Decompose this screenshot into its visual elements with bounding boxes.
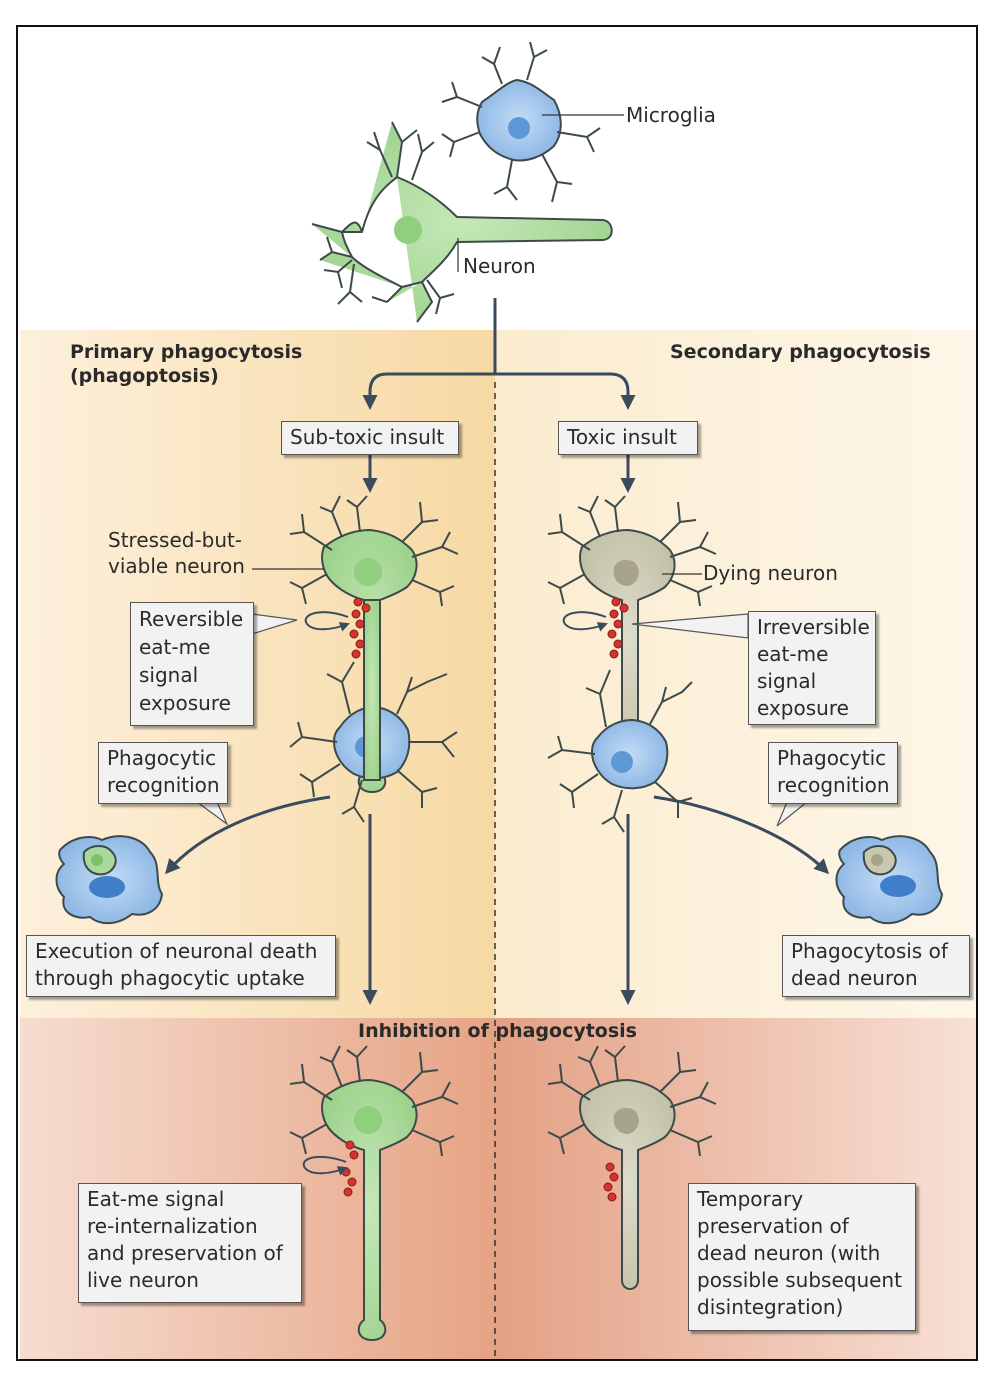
temporary-preservation-box: Temporary preservation of dead neuron (w… xyxy=(688,1183,916,1331)
reinternalization-arrow xyxy=(302,1155,348,1176)
eat-me-signals-left xyxy=(349,597,371,659)
execution-box: Execution of neuronal death through phag… xyxy=(26,935,336,997)
phagocytosis-dead-box: Phagocytosis of dead neuron xyxy=(782,935,970,997)
dead-neuron-dendrites xyxy=(547,1045,717,1157)
eat-me-signals-bottom-right xyxy=(603,1162,619,1202)
engulfing-microglia-right xyxy=(835,835,943,925)
reversible-signal-box: Reversible eat-me signal exposure xyxy=(130,602,254,726)
stressed-neuron-axon xyxy=(363,599,381,781)
irreversible-signal-box: Irreversible eat-me signal exposure xyxy=(748,611,876,725)
irreversible-arrow xyxy=(562,611,608,632)
stressed-neuron-label: Stressed-but- viable neuron xyxy=(108,528,245,578)
preserved-neuron xyxy=(321,1079,418,1341)
preserved-neuron-dendrites xyxy=(289,1045,459,1157)
stressed-neuron-dendrites xyxy=(289,495,459,607)
microglia-right-processes xyxy=(547,669,693,833)
primary-phagocytosis-header: Primary phagocytosis (phagoptosis) xyxy=(70,341,303,387)
toxic-insult-box: Toxic insult xyxy=(558,421,698,455)
inhibition-header: Inhibition of phagocytosis xyxy=(358,1020,637,1042)
secondary-phagocytosis-header: Secondary phagocytosis xyxy=(670,341,931,363)
subtoxic-insult-box: Sub-toxic insult xyxy=(281,421,459,455)
split-arrows xyxy=(362,298,636,493)
recognition-left-box: Phagocytic recognition xyxy=(98,742,228,804)
neuron-label: Neuron xyxy=(463,254,536,278)
dying-neuron xyxy=(579,529,676,748)
microglia-right-middle xyxy=(591,719,669,790)
phagocytosis-arrow-right xyxy=(653,795,830,875)
dead-neuron-preserved xyxy=(579,1079,676,1290)
recognition-right-box: Phagocytic recognition xyxy=(768,742,898,804)
neuron-dendrites-top xyxy=(323,131,455,315)
healthy-neuron-top xyxy=(311,121,613,323)
phagocytosis-arrow-left xyxy=(165,795,331,875)
engulfing-microglia-left xyxy=(55,835,163,925)
neuron-nucleus xyxy=(394,216,422,244)
dying-neuron-label: Dying neuron xyxy=(703,561,838,585)
microglia-top xyxy=(476,79,562,162)
figure-frame: Microglia Neuron Stressed-but- viable ne… xyxy=(16,25,978,1361)
reinternalization-box: Eat-me signal re-internalization and pre… xyxy=(78,1183,302,1303)
microglia-processes-top xyxy=(441,41,601,203)
reversible-arrow xyxy=(304,611,350,632)
microglia-left-processes xyxy=(289,661,458,823)
microglia-label: Microglia xyxy=(626,103,716,127)
eat-me-signals-right xyxy=(607,597,629,659)
dying-neuron-dendrites xyxy=(547,495,717,607)
